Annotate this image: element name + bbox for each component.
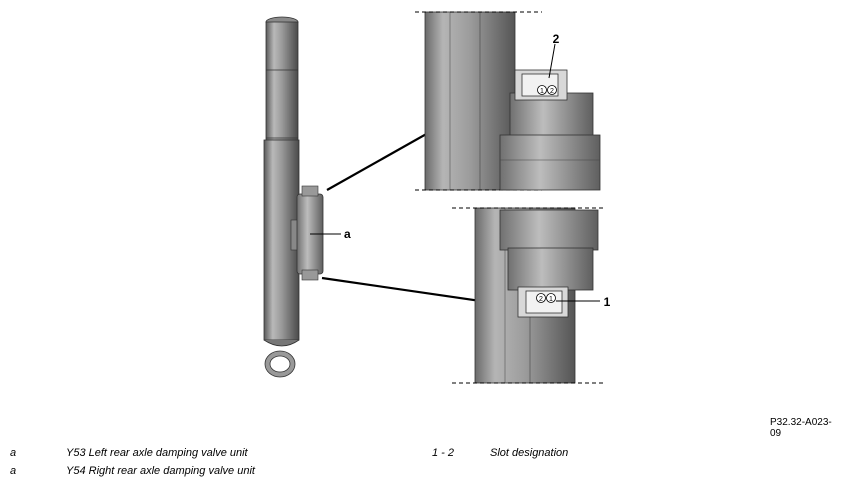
pin-label-1-upper: 1: [540, 88, 544, 95]
legend-key-right-1: 1 - 2: [432, 447, 455, 459]
callout-1: 1: [604, 295, 611, 309]
legend-text-left-1: Y53 Left rear axle damping valve unit: [66, 447, 248, 459]
detail-view-lower: 2 1 1: [452, 207, 611, 384]
pin-label-2-lower: 2: [539, 296, 543, 303]
callout-a: a: [344, 227, 351, 241]
pin-label-2-upper: 2: [550, 88, 554, 95]
legend-text-left-2: Y54 Right rear axle damping valve unit: [66, 465, 255, 477]
legend-key-left-2: a: [10, 465, 17, 477]
figure-code: P32.32-A023-09: [770, 417, 832, 439]
callout-2: 2: [553, 32, 560, 46]
legend-text-right-1: Slot designation: [490, 447, 569, 459]
pin-label-1-lower: 1: [549, 296, 553, 303]
shock-absorber-overview: [263, 16, 341, 378]
detail-view-upper: 1 2 2: [415, 11, 601, 191]
legend-key-left-1: a: [10, 447, 17, 459]
damping-valve-diagram: 1 2 2 2 1 1 a: [263, 11, 611, 384]
